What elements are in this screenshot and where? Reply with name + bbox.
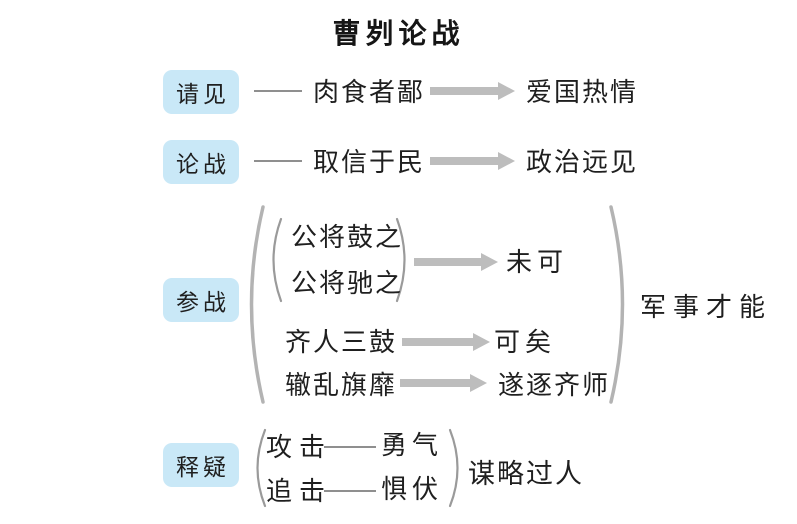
section-box-lunzhan: 论战: [163, 140, 239, 184]
result-text: 爱国热情: [526, 77, 639, 107]
result-text: 未可: [506, 247, 569, 277]
cause-text: 公将鼓之: [291, 222, 404, 252]
section-box-qingjian: 请见: [163, 70, 239, 114]
cause-text: 辙乱旗靡: [285, 370, 398, 400]
result-text: 政治远见: [526, 147, 639, 177]
connector-dash-icon: [324, 490, 376, 492]
cause-text: 取信于民: [313, 147, 426, 177]
cause-text: 攻击: [266, 432, 333, 462]
brace-close-canzhan-outer-icon: [609, 205, 625, 404]
brace-open-shiyi-icon: [256, 428, 267, 508]
section-label: 参战: [176, 289, 230, 315]
result-text: 遂逐齐师: [498, 370, 611, 400]
cause-text: 追击: [266, 476, 333, 506]
connector-dash-icon: [254, 160, 302, 162]
brace-close-shiyi-icon: [448, 428, 459, 508]
result-text: 惧伏: [381, 474, 444, 504]
brace-open-canzhan-outer-icon: [249, 205, 265, 404]
section-label: 释疑: [176, 454, 230, 480]
connector-dash-icon: [254, 90, 302, 92]
arrow-right-icon: [400, 374, 487, 392]
arrow-right-icon: [430, 152, 515, 170]
section-box-canzhan: 参战: [163, 278, 239, 322]
result-text: 勇气: [381, 430, 444, 460]
arrow-right-icon: [430, 82, 515, 100]
result-text: 可矣: [494, 327, 557, 357]
cause-text: 肉食者鄙: [313, 77, 426, 107]
arrow-right-icon: [402, 333, 490, 351]
section-label: 请见: [176, 81, 230, 107]
section-label: 论战: [176, 151, 230, 177]
arrow-right-icon: [414, 253, 498, 271]
annotation-text: 谋略过人: [468, 459, 584, 489]
cause-text: 齐人三鼓: [285, 327, 398, 357]
connector-dash-icon: [324, 446, 376, 448]
diagram-title: 曹刿论战: [332, 18, 465, 49]
cause-text: 公将驰之: [291, 268, 404, 298]
annotation-text: 军事才能: [640, 292, 773, 322]
section-box-shiyi: 释疑: [163, 443, 239, 487]
brace-open-canzhan-inner-icon: [272, 217, 283, 303]
